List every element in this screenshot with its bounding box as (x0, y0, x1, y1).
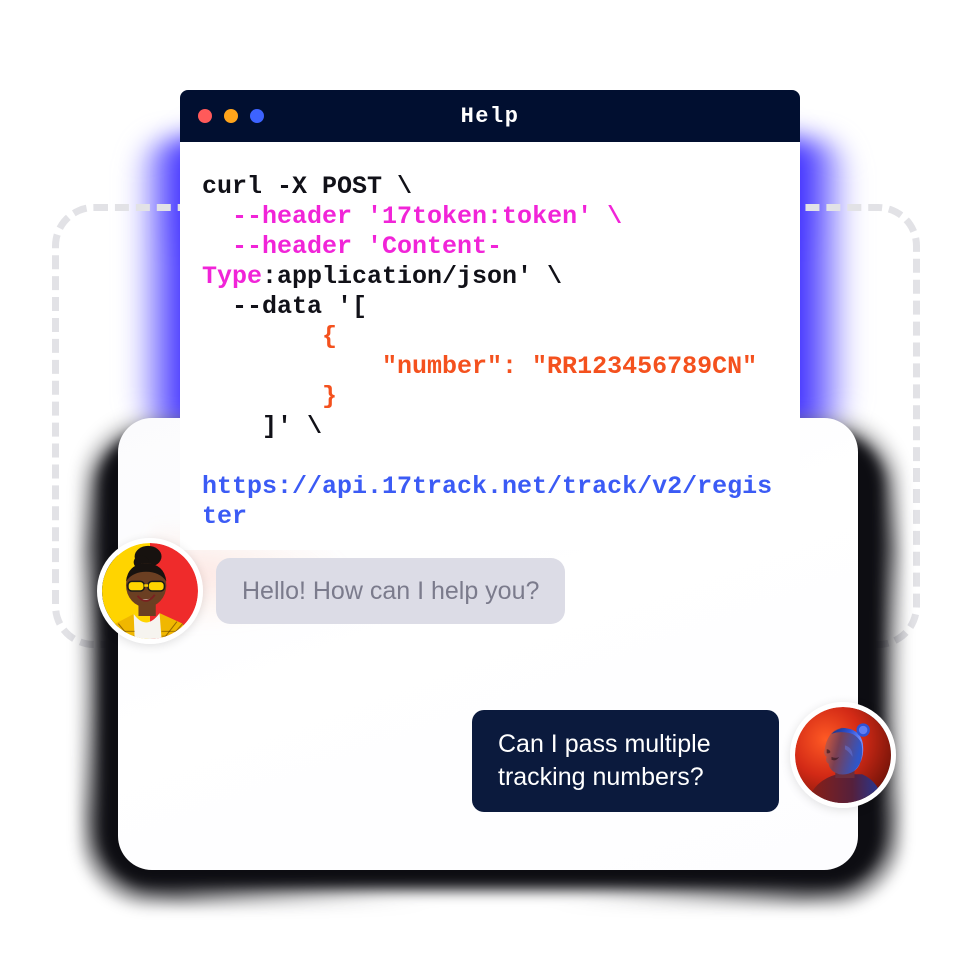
code-token-string: } (202, 382, 338, 411)
avatar-user (790, 702, 896, 808)
message-user: Can I pass multiple tracking numbers? (472, 710, 779, 812)
message-bubble-user: Can I pass multiple tracking numbers? (472, 710, 779, 812)
code-token-header: --header '17token:token' \ (202, 202, 623, 231)
avatar-agent (97, 538, 203, 644)
code-block: curl -X POST \ --header '17token:token' … (180, 172, 800, 532)
code-token-plain: ]' \ (202, 412, 323, 441)
code-token-plain: :application/json' \ (262, 262, 563, 291)
minimize-icon[interactable] (224, 109, 238, 123)
code-body: curl -X POST \ --header '17token:token' … (180, 142, 800, 550)
close-icon[interactable] (198, 109, 212, 123)
maximize-icon[interactable] (250, 109, 264, 123)
code-token-url: https://api.17track.net/track/v2/registe… (202, 442, 773, 531)
person-red-blue-light-avatar-icon (795, 707, 891, 803)
code-token-header: --header 'Content-Type (202, 232, 503, 291)
window-title: Help (460, 103, 520, 129)
code-token-plain: curl -X POST \ (202, 172, 413, 201)
message-bubble-agent: Hello! How can I help you? (216, 558, 566, 624)
code-window-titlebar: Help (180, 90, 800, 142)
code-token-string: { (202, 322, 338, 351)
code-token-plain: --data '[ (202, 292, 368, 321)
code-window: Help curl -X POST \ --header '17token:to… (180, 90, 800, 550)
message-agent: Hello! How can I help you? (216, 558, 566, 624)
woman-yellow-sunglasses-avatar-icon (102, 543, 198, 639)
traffic-light-group (198, 109, 264, 123)
code-token-string: "number": "RR123456789CN" (202, 352, 758, 381)
